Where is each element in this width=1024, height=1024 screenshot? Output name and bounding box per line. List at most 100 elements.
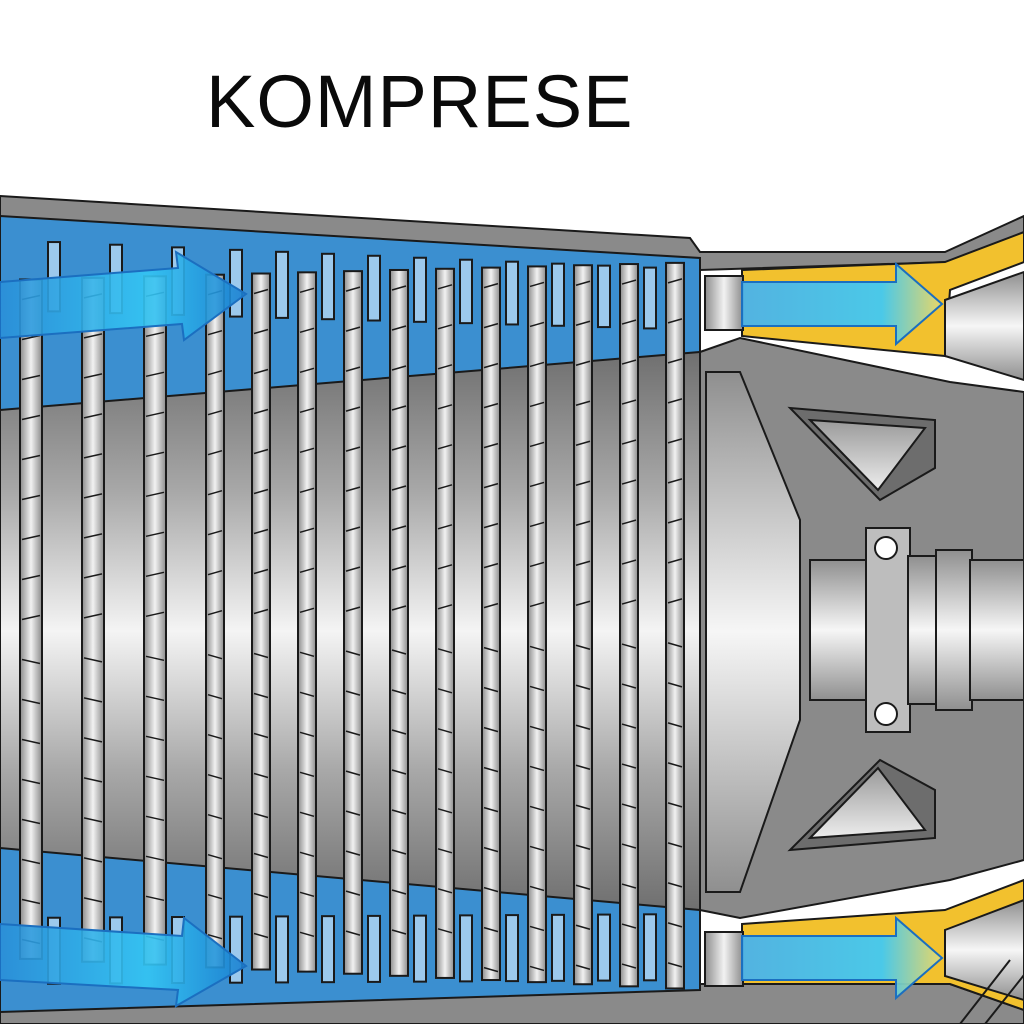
blade-ridge bbox=[437, 848, 453, 854]
blade-ridge bbox=[437, 484, 453, 490]
rotor-blade bbox=[297, 271, 317, 973]
blade-ridge bbox=[391, 689, 407, 695]
blade-ridge bbox=[345, 650, 361, 656]
blade-ridge bbox=[21, 858, 41, 865]
blade-ridge bbox=[667, 278, 683, 284]
rotor-blade bbox=[143, 275, 167, 966]
blade-ridge bbox=[299, 691, 315, 698]
blade-ridge bbox=[83, 333, 103, 339]
blade-ridge bbox=[145, 451, 165, 458]
blade-ridge bbox=[145, 491, 165, 498]
blade-ridge bbox=[145, 855, 165, 862]
stator-vane-top bbox=[413, 256, 427, 323]
blade-ridge bbox=[299, 327, 315, 334]
blade-ridge bbox=[483, 766, 499, 773]
rotor-blades bbox=[19, 261, 685, 990]
blade-ridge bbox=[207, 933, 223, 940]
blade-ridge bbox=[667, 842, 683, 848]
blade-ridge bbox=[299, 447, 315, 454]
stator-vane-top bbox=[505, 260, 519, 326]
blade-ridge bbox=[391, 405, 407, 411]
blade-ridge bbox=[483, 442, 499, 449]
blade-ridge bbox=[667, 722, 683, 728]
blade-ridge bbox=[529, 281, 545, 288]
airflow-arrow-icon bbox=[741, 261, 944, 347]
blade-ridge bbox=[207, 853, 223, 860]
blade-ridge bbox=[145, 695, 165, 702]
blade-ridge bbox=[575, 600, 591, 606]
blade-ridge bbox=[253, 328, 269, 335]
blade-ridge bbox=[667, 882, 683, 888]
stator-vane-top bbox=[597, 264, 611, 329]
blade-ridge bbox=[529, 845, 545, 852]
blade-ridge bbox=[21, 658, 41, 665]
blade-ridge bbox=[529, 521, 545, 528]
blade-ridge bbox=[391, 889, 407, 895]
blade-ridge bbox=[207, 609, 223, 616]
blade-ridge bbox=[667, 922, 683, 928]
blade-ridge bbox=[391, 809, 407, 815]
blade-ridge bbox=[83, 737, 103, 743]
blade-ridge bbox=[575, 400, 591, 406]
blade-ridge bbox=[299, 487, 315, 494]
blade-ridge bbox=[575, 644, 591, 650]
blade-ridge bbox=[145, 371, 165, 378]
blade-ridge bbox=[145, 531, 165, 538]
blade-ridge bbox=[83, 657, 103, 663]
blade-ridge bbox=[529, 441, 545, 448]
blade-ridge bbox=[391, 605, 407, 611]
blade-ridge bbox=[391, 565, 407, 571]
rotor-blade bbox=[205, 273, 225, 969]
blade-ridge bbox=[529, 765, 545, 772]
blade-ridge bbox=[483, 806, 499, 813]
rotor-blade bbox=[251, 272, 271, 971]
blade-ridge bbox=[83, 373, 103, 379]
hatch-line-2 bbox=[984, 974, 1024, 1024]
blade-ridge bbox=[483, 886, 499, 893]
blade-ridge bbox=[253, 652, 269, 659]
blade-ridge bbox=[621, 399, 637, 405]
blade-ridge bbox=[575, 320, 591, 326]
blade-ridge bbox=[437, 444, 453, 450]
blade-ridge bbox=[253, 852, 269, 859]
blade-ridge bbox=[21, 574, 41, 581]
blade-ridge bbox=[299, 811, 315, 818]
blade-ridge bbox=[437, 808, 453, 814]
blade-ridge bbox=[529, 805, 545, 812]
blade-ridge bbox=[21, 454, 41, 461]
blade-ridge bbox=[299, 891, 315, 898]
blade-ridge bbox=[667, 558, 683, 564]
blade-ridge bbox=[529, 645, 545, 652]
blade-ridge bbox=[345, 930, 361, 936]
blade-ridge bbox=[83, 777, 103, 783]
rotor-blade bbox=[573, 264, 593, 986]
blade-ridge bbox=[621, 319, 637, 325]
blade-ridge bbox=[299, 651, 315, 658]
blade-ridge bbox=[207, 813, 223, 820]
rotor-blade bbox=[619, 263, 639, 988]
blade-ridge bbox=[483, 482, 499, 489]
blade-ridge bbox=[621, 683, 637, 689]
blade-ridge bbox=[345, 406, 361, 412]
blade-ridge bbox=[667, 518, 683, 524]
rotor-blade bbox=[527, 265, 547, 984]
blade-ridge bbox=[391, 849, 407, 855]
blade-ridge bbox=[207, 369, 223, 376]
blade-ridge bbox=[437, 648, 453, 654]
blade-ridge bbox=[483, 322, 499, 329]
blade-ridge bbox=[437, 688, 453, 694]
airflow-arrow-icon bbox=[741, 915, 944, 1001]
stator-vane-top bbox=[551, 262, 565, 327]
hatch-line-1 bbox=[959, 959, 1011, 1024]
blade-ridge bbox=[207, 653, 223, 660]
stator-vane-bottom bbox=[459, 914, 473, 983]
blade-ridge bbox=[299, 771, 315, 778]
blade-ridge bbox=[253, 892, 269, 899]
blade-ridge bbox=[391, 649, 407, 655]
blade-ridge bbox=[529, 925, 545, 932]
blade-ridge bbox=[529, 361, 545, 368]
blade-ridge bbox=[529, 685, 545, 692]
bearing-bottom bbox=[874, 702, 898, 726]
blade-ridge bbox=[621, 519, 637, 525]
blade-ridge bbox=[529, 481, 545, 488]
